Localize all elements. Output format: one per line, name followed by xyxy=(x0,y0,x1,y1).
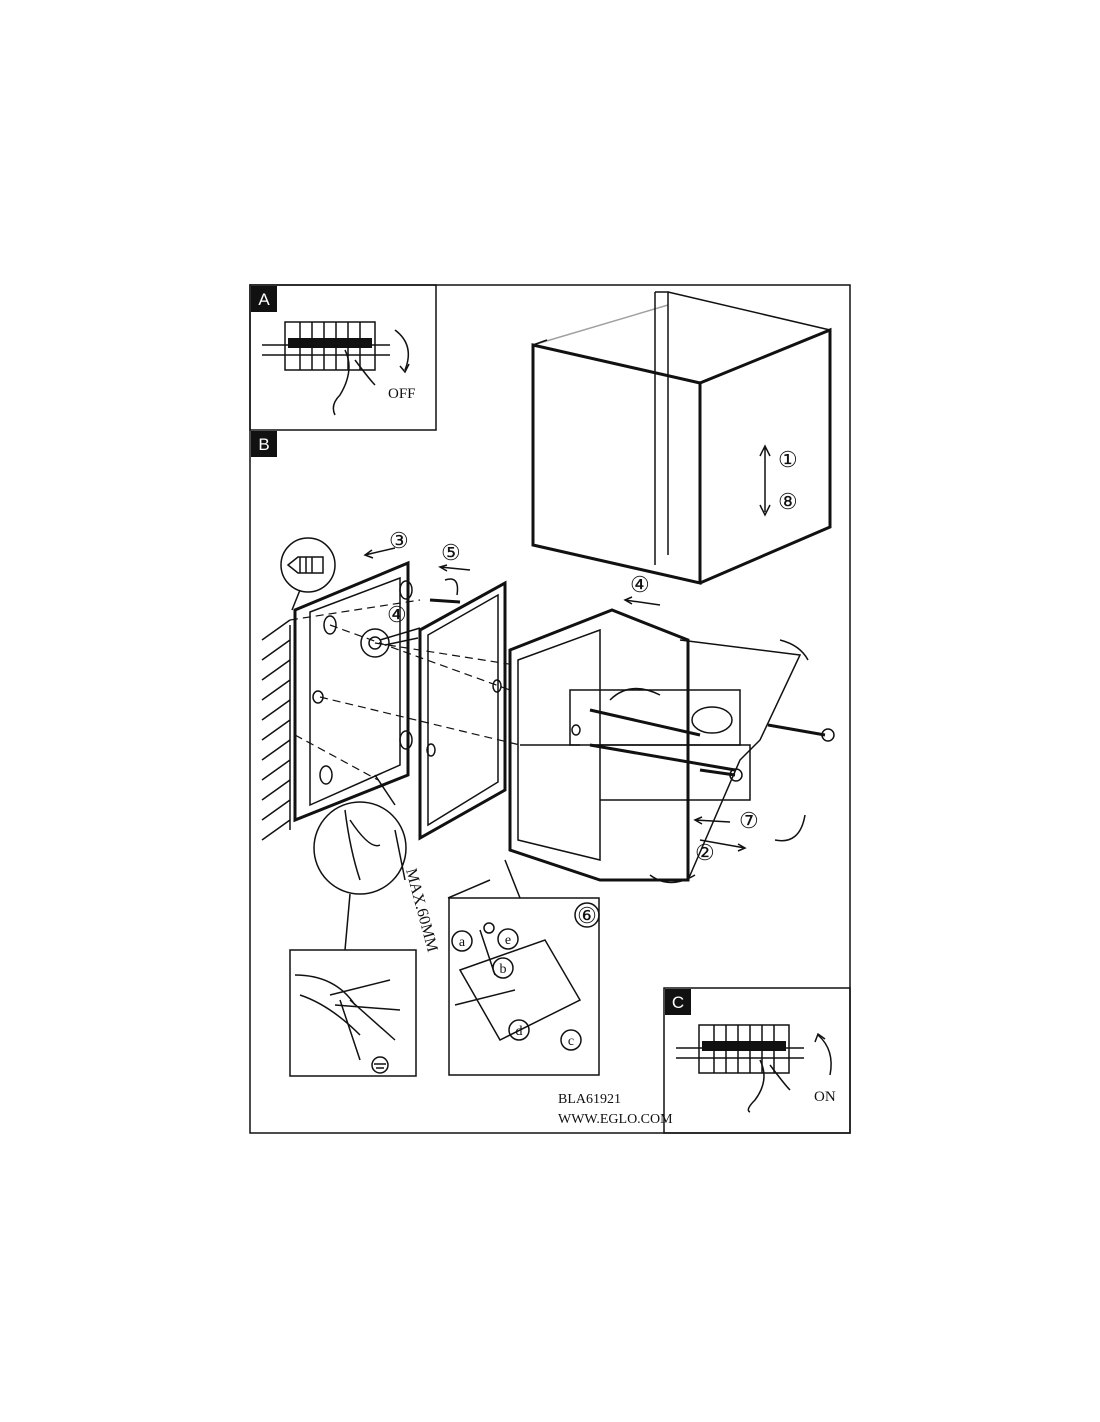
wall-hatching xyxy=(261,619,291,841)
tilt-arrow-icon xyxy=(609,687,661,701)
tilt-arrow-icon xyxy=(779,639,809,661)
circuit-breaker-icon xyxy=(676,1024,804,1113)
screw-icon xyxy=(429,598,461,604)
mounting-plate xyxy=(293,560,413,823)
max-wire-length: MAX.60MM xyxy=(402,867,441,954)
gasket-frame xyxy=(418,580,507,841)
lamp-cover-cube xyxy=(531,291,832,585)
terminal-d: d xyxy=(516,1024,523,1039)
arrow-left-icon xyxy=(363,547,396,559)
panel-a-label: A xyxy=(258,290,270,309)
earth-ground-icon xyxy=(371,1056,389,1074)
step-7: ⑦ xyxy=(739,808,759,833)
step-1: ① xyxy=(778,447,798,472)
wire-length-detail xyxy=(313,774,407,951)
product-code: BLA61921 xyxy=(558,1092,621,1107)
terminal-a: a xyxy=(459,935,466,950)
step-3: ③ xyxy=(389,528,409,553)
circuit-breaker-icon xyxy=(262,321,390,416)
terminal-b: b xyxy=(500,962,507,977)
step-4-cable: ④ xyxy=(387,602,407,627)
panel-a-switch-off: A OFF xyxy=(249,284,437,431)
step-5: ⑤ xyxy=(441,540,461,565)
rotate-up-arrow-icon xyxy=(817,1034,832,1076)
panel-c-label: C xyxy=(672,993,684,1012)
lamp-body xyxy=(508,608,802,882)
screw-icon xyxy=(767,723,826,737)
website-url: WWW.EGLO.COM xyxy=(558,1112,673,1127)
terminal-block-inset xyxy=(447,859,600,1076)
step-8: ⑧ xyxy=(778,489,798,514)
wire-strip-inset xyxy=(289,949,417,1077)
panel-b-label: B xyxy=(258,435,269,454)
step-2: ② xyxy=(695,840,715,865)
tilt-arrow-icon xyxy=(649,874,696,884)
panel-c-switch-on: C ON xyxy=(663,987,851,1134)
rotate-down-arrow-icon xyxy=(394,329,410,371)
rotate-arrow-icon xyxy=(444,578,459,596)
switch-off-text: OFF xyxy=(388,386,416,402)
terminal-c: c xyxy=(568,1034,574,1049)
step-4-cover: ④ xyxy=(630,572,650,597)
up-down-arrow-icon xyxy=(759,444,771,517)
step-6: ⑥ xyxy=(577,903,597,928)
diagram-frame xyxy=(249,284,851,1134)
wall-plug-icon xyxy=(280,537,336,611)
tilt-arrow-icon xyxy=(774,814,806,842)
terminal-e: e xyxy=(505,933,511,948)
switch-on-text: ON xyxy=(814,1089,836,1105)
